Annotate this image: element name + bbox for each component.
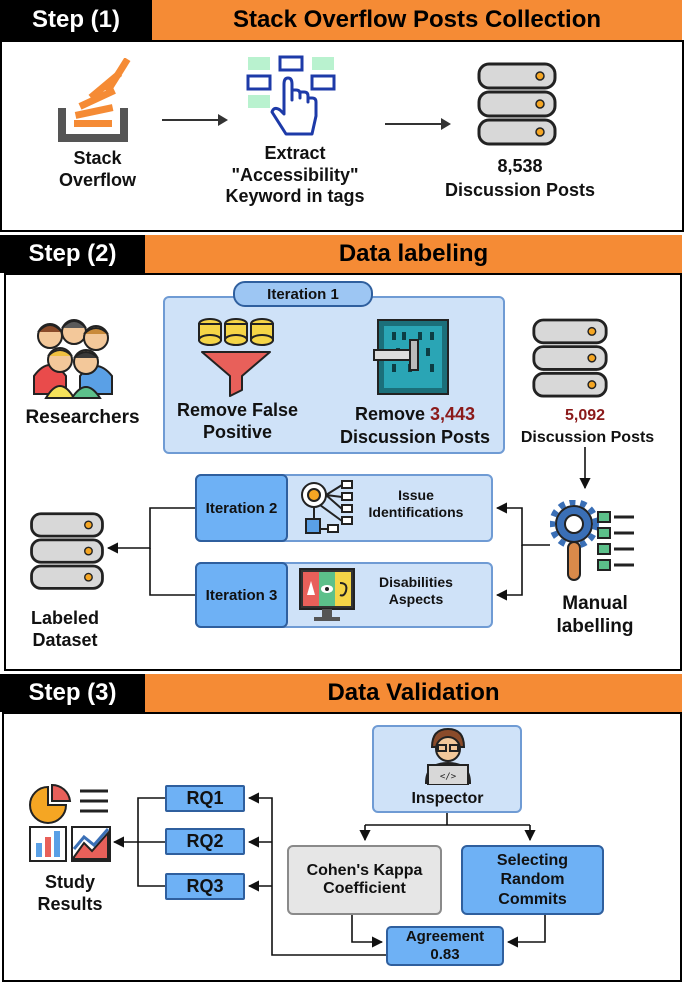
remove-suffix: Discussion Posts — [339, 427, 491, 447]
step2-title: Data labeling — [145, 235, 682, 273]
labeled-dataset-label: Labeled Dataset — [30, 608, 100, 650]
inspector-person-icon: </> — [424, 727, 472, 785]
svg-text:</>: </> — [440, 772, 457, 782]
funnel-filter-icon — [198, 318, 274, 397]
manual-labelling-icon — [550, 500, 634, 581]
hand-click-icon — [246, 55, 336, 136]
delete-data-icon — [373, 319, 449, 395]
database-icon — [30, 512, 104, 590]
remove-false-positive-label: Remove False Positive — [176, 400, 299, 442]
remaining-label: Discussion Posts — [520, 429, 655, 446]
database-icon — [477, 62, 557, 146]
random-commits-box: Selecting Random Commits — [461, 845, 604, 915]
database-icon — [532, 318, 608, 398]
remove-prefix: Remove — [354, 404, 430, 424]
step1-title: Stack Overflow Posts Collection — [152, 0, 682, 40]
agreement-box: Agreement 0.83 — [386, 926, 504, 966]
stack-overflow-logo-icon — [58, 58, 131, 142]
arrow-right-icon — [385, 118, 451, 130]
issue-identifications-label: Issue Identifications — [368, 487, 464, 520]
rq2-box: RQ2 — [165, 828, 245, 855]
step3-title: Data Validation — [145, 674, 682, 712]
manual-labelling-label: Manual labelling — [556, 593, 634, 637]
researchers-label: Researchers — [25, 407, 140, 428]
disabilities-aspects-label: Disabilities Aspects — [379, 574, 453, 607]
study-results-label: Study Results — [37, 872, 103, 914]
inspector-label: Inspector — [411, 790, 484, 807]
study-results-charts-icon — [29, 783, 111, 862]
arrow-right-icon — [162, 114, 228, 126]
step2-label: Step (2) — [0, 235, 145, 273]
remove-posts-label: Remove 3,443 — [320, 404, 510, 426]
posts-count-1: 8,538 — [497, 156, 543, 176]
remove-count: 3,443 — [430, 404, 476, 424]
kappa-box: Cohen's Kappa Coefficient — [287, 845, 442, 915]
posts-label-1: Discussion Posts — [444, 180, 596, 200]
iteration3-tag: Iteration 3 — [195, 562, 288, 628]
step1-label: Step (1) — [0, 0, 152, 40]
issue-network-icon — [301, 480, 353, 534]
rq3-box: RQ3 — [165, 873, 245, 900]
rq1-box: RQ1 — [165, 785, 245, 812]
researchers-group-icon — [33, 319, 113, 399]
remaining-count: 5,092 — [564, 407, 606, 424]
extract-label: Extract "Accessibility" Keyword in tags — [225, 143, 365, 207]
disabilities-monitor-icon — [299, 568, 355, 621]
iteration2-tag: Iteration 2 — [195, 474, 288, 542]
iteration1-tag: Iteration 1 — [233, 281, 373, 307]
step3-label: Step (3) — [0, 674, 145, 712]
stack-overflow-label: Stack Overflow — [58, 148, 137, 190]
